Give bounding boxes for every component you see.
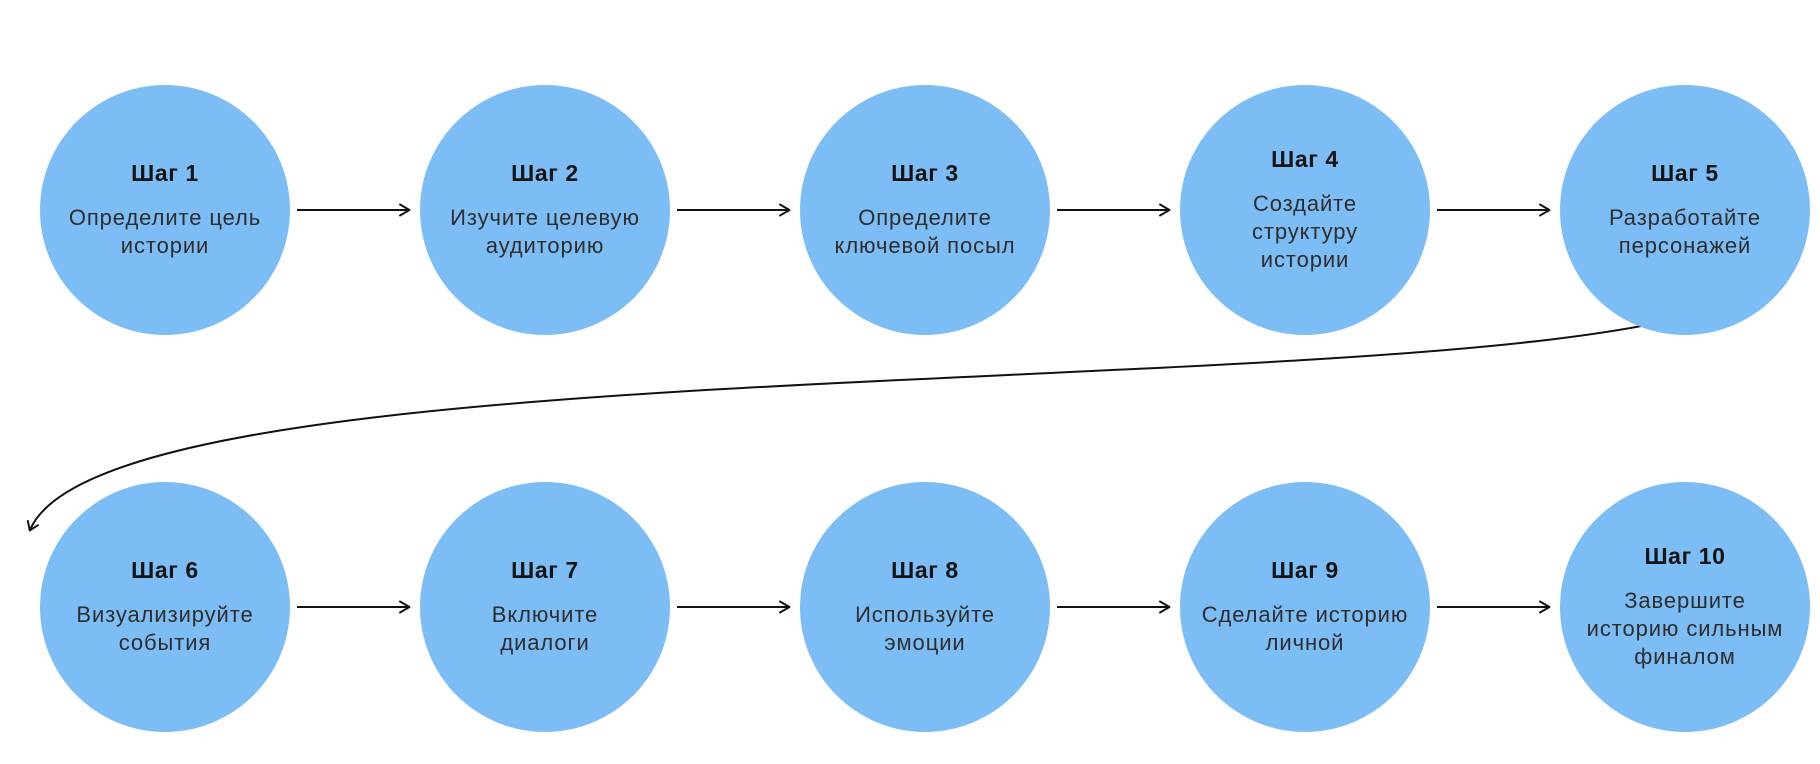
step-label: Шаг 10 [1644,542,1726,569]
arrow-right-icon [297,203,411,217]
step-label: Шаг 7 [511,556,579,583]
step-circle-7: Шаг 7 Включите диалоги [420,482,670,732]
step-label: Шаг 4 [1271,145,1339,172]
step-text: Используйте эмоции [855,601,995,655]
step-circle-9: Шаг 9 Сделайте историю личной [1180,482,1430,732]
step-circle-5: Шаг 5 Разработайте персонажей [1560,85,1810,335]
step-circle-1: Шаг 1 Определите цель истории [40,85,290,335]
step-circle-8: Шаг 8 Используйте эмоции [800,482,1050,732]
arrow-right-icon [1057,203,1171,217]
step-text: Изучите целевую аудиторию [450,204,640,258]
arrow-right-icon [1057,600,1171,614]
step-label: Шаг 5 [1651,159,1719,186]
arrow-right-icon [677,203,791,217]
step-text: Сделайте историю личной [1201,601,1409,655]
step-text: Определите цель истории [68,204,262,258]
arrow-right-icon [677,600,791,614]
step-label: Шаг 9 [1271,556,1339,583]
step-text: Создайте структуру истории [1251,190,1359,273]
step-circle-10: Шаг 10 Завершите историю сильным финалом [1560,482,1810,732]
step-text: Включите диалоги [491,601,599,655]
flow-row-2: Шаг 6 Визуализируйте события Шаг 7 Включ… [40,482,1810,732]
step-text: Завершите историю сильным финалом [1586,587,1784,670]
flow-row-1: Шаг 1 Определите цель истории Шаг 2 Изуч… [40,85,1810,335]
step-label: Шаг 2 [511,159,579,186]
step-circle-3: Шаг 3 Определите ключевой посыл [800,85,1050,335]
step-label: Шаг 1 [131,159,199,186]
step-circle-6: Шаг 6 Визуализируйте события [40,482,290,732]
step-text: Разработайте персонажей [1608,204,1762,258]
step-circle-4: Шаг 4 Создайте структуру истории [1180,85,1430,335]
step-label: Шаг 3 [891,159,959,186]
step-circle-2: Шаг 2 Изучите целевую аудиторию [420,85,670,335]
step-text: Визуализируйте события [76,601,254,655]
arrow-right-icon [1437,600,1551,614]
step-text: Определите ключевой посыл [834,204,1016,258]
step-label: Шаг 6 [131,556,199,583]
step-label: Шаг 8 [891,556,959,583]
arrow-right-icon [297,600,411,614]
arrow-right-icon [1437,203,1551,217]
